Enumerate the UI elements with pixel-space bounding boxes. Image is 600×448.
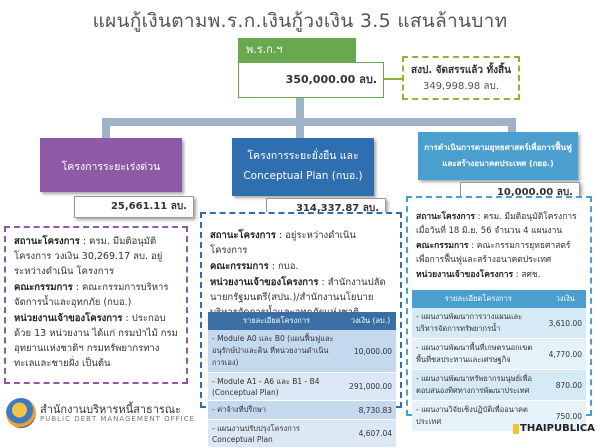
strategy-row-name: - แผนงานพัฒนาพื้นที่เกษตรนอกเขตพื้นที่ชล… (412, 338, 545, 370)
approved-connector (384, 78, 402, 80)
longterm-row-value: 291,000.00 (345, 372, 396, 401)
strategy-row-name: - แผนงานวิจัยเชิงปฏิบัติเพื่ออนาคตประเทศ (412, 400, 545, 432)
pdmo-logo-icon (6, 398, 36, 428)
table-row: - ค่าจ้างที่ปรึกษา 8,730.83 (208, 400, 396, 420)
branch-mid (296, 118, 304, 140)
strategy-table-col2: วงเงิน (555, 294, 575, 303)
strategy-row-value: 750.00 (544, 400, 586, 432)
urgent-status-text: : ครม. มีมติอนุมัติโครงการ วงเงิน 30,269… (14, 236, 163, 277)
urgent-panel: สถานะโครงการ : ครม. มีมติอนุมัติโครงการ … (4, 226, 188, 384)
brand-label: THAIPUBLICA (520, 423, 595, 434)
strategy-table: รายละเอียดโครงการ วงเงิน - แผนงานพัฒนากา… (412, 290, 586, 432)
table-row: - แผนงานวิจัยเชิงปฏิบัติเพื่ออนาคตประเทศ… (412, 400, 586, 432)
urgent-header: โครงการระยะเร่งด่วน (40, 138, 182, 192)
longterm-row-name: - Module A0 และ B0 (แผนฟื้นฟูและอนุรักษ์… (208, 330, 346, 373)
urgent-agency-label: หน่วยงานเจ้าของโครงการ (14, 313, 123, 324)
strategy-row-value: 870.00 (544, 369, 586, 401)
table-row: - Module A0 และ B0 (แผนฟื้นฟูและอนุรักษ์… (208, 330, 396, 373)
longterm-agency-text: : สำนักงานปลัดนายกรัฐมนตรี(สปน.)/สำนักงา… (210, 277, 386, 333)
strategy-header: การดำเนินการตามยุทธศาสตร์เพื่อการฟื้นฟู … (418, 132, 578, 180)
strategy-agency-label: หน่วยงานเจ้าของโครงการ (416, 270, 514, 280)
branch-line (102, 118, 516, 126)
strategy-row-name: - แผนงานพัฒนาการวางแผนและบริหารจัดการทรั… (412, 308, 545, 339)
footer-org-sub: PUBLIC DEBT MANAGEMENT OFFICE (40, 415, 196, 423)
root-header: พ.ร.ก.ฯ (238, 38, 356, 62)
table-row: - แผนงานพัฒนาการวางแผนและบริหารจัดการทรั… (412, 308, 586, 339)
root-stem (296, 98, 304, 120)
longterm-status-text: : อยู่ระหว่างดำเนินโครงการ (210, 230, 356, 256)
approved-label: สงป. จัดสรรแล้ว ทั้งสิ้น (411, 65, 511, 76)
longterm-status-label: สถานะโครงการ (210, 230, 276, 241)
longterm-committee-label: คณะกรรมการ (210, 261, 269, 272)
table-row: - แผนงานพัฒนาพื้นที่เกษตรนอกเขตพื้นที่ชล… (412, 338, 586, 370)
longterm-row-name: - แผนงานปรับปรุงโครงการ Conceptual Plan (208, 419, 346, 448)
table-row: - แผนงานพัฒนาทรัพยากรมนุษย์เพื่อตอบสนองท… (412, 369, 586, 401)
strategy-committee-text: : คณะกรรมการยุทธศาสตร์เพื่อการฟื้นฟูและส… (416, 241, 571, 265)
urgent-amount: 25,661.11 ลบ. (74, 196, 194, 218)
strategy-row-value: 3,610.00 (544, 308, 586, 339)
table-row: - แผนงานปรับปรุงโครงการ Conceptual Plan … (208, 419, 396, 448)
longterm-table: รายละเอียดโครงการ วงเงิน (ลบ.) - Module … (208, 312, 396, 448)
longterm-row-value: 10,000.00 (345, 330, 396, 373)
strategy-row-name: - แผนงานพัฒนาทรัพยากรมนุษย์เพื่อตอบสนองท… (412, 369, 545, 401)
strategy-agency-text: : สศช. (515, 270, 541, 280)
strategy-header-line2: และสร้างอนาคตประเทศ (กยอ.) (442, 159, 554, 168)
table-row: - Module A1 - A6 และ B1 - B4 (Conceptual… (208, 372, 396, 401)
approved-box: สงป. จัดสรรแล้ว ทั้งสิ้น 349,998.98 ลบ. (402, 56, 520, 100)
strategy-table-col1: รายละเอียดโครงการ (444, 294, 512, 303)
longterm-header-line2: Conceptual Plan (กบอ.) (243, 170, 363, 182)
longterm-header: โครงการระยะยั่งยืน และ Conceptual Plan (… (232, 138, 374, 196)
branch-right (508, 118, 516, 134)
urgent-status-label: สถานะโครงการ (14, 236, 80, 247)
approved-amount: 349,998.98 ลบ. (422, 81, 500, 92)
urgent-committee-label: คณะกรรมการ (14, 282, 73, 293)
longterm-header-line1: โครงการระยะยั่งยืน และ (247, 150, 359, 162)
longterm-table-col2: วงเงิน (ลบ.) (350, 316, 391, 325)
longterm-table-col1: รายละเอียดโครงการ (242, 316, 311, 325)
root-amount: 350,000.00 ลบ. (238, 62, 384, 98)
thaipublica-logo-icon (513, 424, 519, 434)
longterm-agency-label: หน่วยงานเจ้าของโครงการ (210, 277, 319, 288)
longterm-row-name: - ค่าจ้างที่ปรึกษา (208, 400, 346, 420)
footer-org-name: สำนักงานบริหารหนี้สาธารณะ (40, 403, 181, 416)
urgent-committee-text: : คณะกรรมการบริหารจัดการน้ำและอุทกภัย (ก… (14, 282, 169, 308)
strategy-status-text: : ครม. มีมติอนุมัติโครงการ เมื่อวันที่ 1… (416, 212, 577, 236)
longterm-committee-text: : กบอ. (271, 261, 299, 272)
urgent-header-label: โครงการระยะเร่งด่วน (61, 161, 161, 173)
longterm-row-value: 4,607.04 (345, 419, 396, 448)
strategy-committee-label: คณะกรรมการ (416, 241, 469, 251)
longterm-row-value: 8,730.83 (345, 400, 396, 420)
strategy-row-value: 4,770.00 (544, 338, 586, 370)
strategy-status-label: สถานะโครงการ (416, 212, 475, 222)
longterm-row-name: - Module A1 - A6 และ B1 - B4 (Conceptual… (208, 372, 346, 401)
strategy-header-line1: การดำเนินการตามยุทธศาสตร์เพื่อการฟื้นฟู (424, 143, 572, 152)
branch-left (102, 118, 110, 140)
page-title: แผนกู้เงินตามพ.ร.ก.เงินกู้วงเงิน 3.5 แสน… (92, 10, 508, 32)
urgent-agency-text: : ประกอบด้วย 13 หน่วยงาน ได้แก่ กรมป่าไม… (14, 313, 178, 369)
